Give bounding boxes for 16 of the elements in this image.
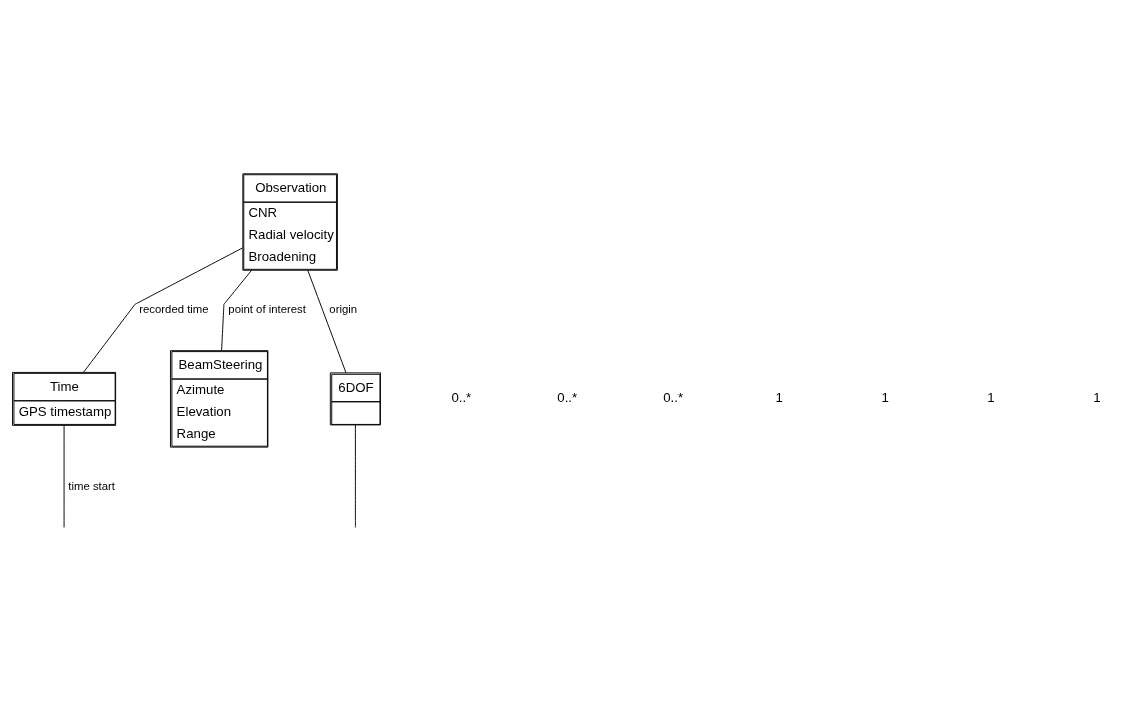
label: 0..* [557,390,578,406]
connector [63,425,65,528]
edge-label: point of interest [228,303,306,316]
label: 1 [881,390,889,406]
label: 0..* [663,390,684,406]
label: 1 [987,390,995,406]
connector [354,424,356,528]
label: 0..* [451,390,472,406]
label: 1 [775,390,783,406]
connector [221,269,253,352]
edge-label: origin [329,303,358,316]
edge-label: time start [68,480,115,493]
connector [307,269,347,374]
connector [82,247,244,373]
edge-label: recorded time [139,303,209,316]
label: 1 [1093,390,1101,406]
